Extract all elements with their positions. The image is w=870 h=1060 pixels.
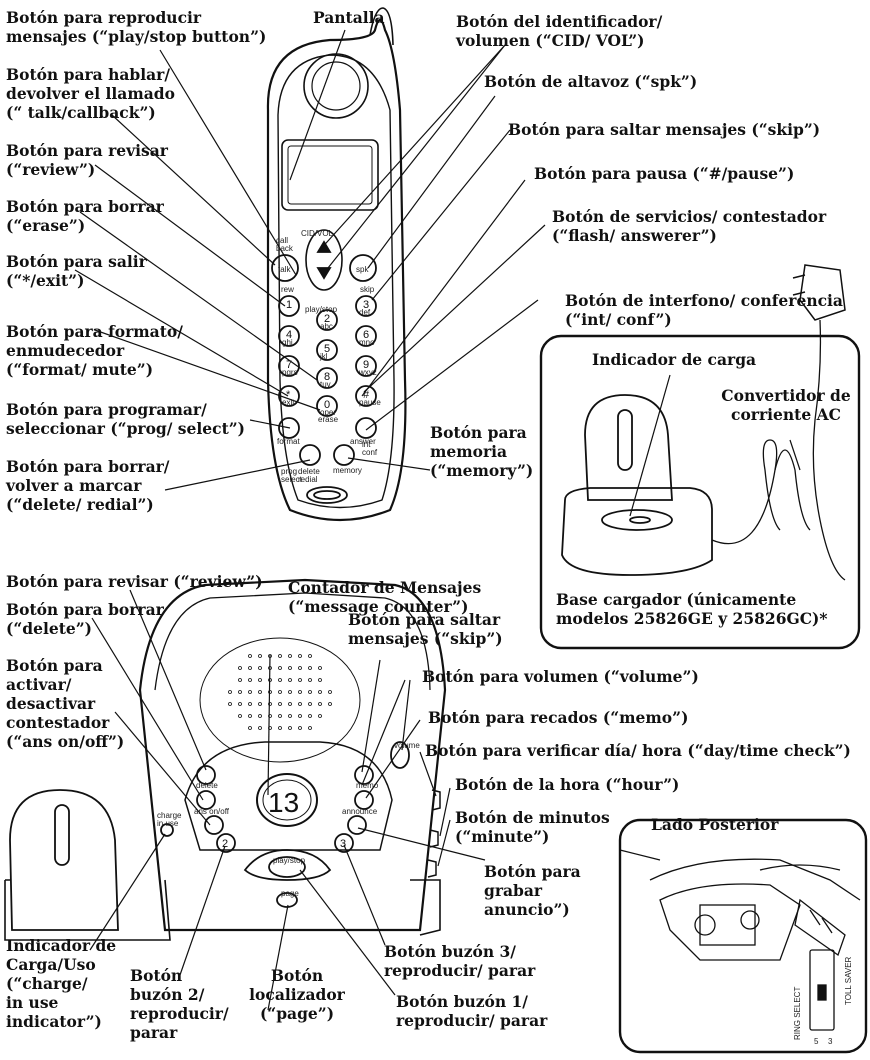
- label-base-skip: Botón para saltar mensajes (“skip”): [348, 610, 503, 648]
- ans-onoff-button: [205, 816, 223, 834]
- label-memory: Botón para memoria (“memory”): [430, 423, 533, 480]
- key-1-letters: abc: [320, 322, 333, 331]
- label-skip: Botón para saltar mensajes (“skip”): [508, 120, 820, 139]
- key-5-letters: mno: [359, 338, 375, 347]
- key-8-letters: wxyz: [358, 368, 377, 377]
- label-charge-in-use: Indicador de Carga/Uso (“charge/ in use …: [6, 936, 116, 1031]
- key-4-letters: jkl: [319, 352, 328, 361]
- toll-saver-text: TOLL SAVER: [844, 956, 853, 1005]
- rew-text: rew: [281, 285, 294, 294]
- key-0-digit: 1: [286, 299, 292, 311]
- page-text: page: [281, 889, 299, 898]
- play-stop-text: play/stop: [305, 305, 338, 314]
- label-review: Botón para revisar (“review”): [6, 141, 168, 179]
- base-volume-text: volume: [394, 741, 420, 750]
- label-day-time: Botón para verificar día/ hora (“day/tim…: [425, 741, 851, 760]
- label-convertidor: Convertidor de corriente AC: [716, 386, 856, 424]
- back-side-panel: [620, 820, 866, 1052]
- label-memo: Botón para recados (“memo”): [428, 708, 688, 727]
- switch-5-text: 5: [814, 1037, 819, 1046]
- back-side-drawing: [620, 850, 860, 1030]
- label-format-mute: Botón para formato/ enmudecedor (“format…: [6, 322, 183, 379]
- handset-screen: [282, 140, 378, 210]
- label-int-conf: Botón de interfono/ conferencia (“int/ c…: [565, 291, 843, 329]
- label-base-cargador: Base cargador (únicamente modelos 25826G…: [556, 590, 828, 628]
- memory-text: memory: [333, 466, 362, 475]
- mailbox1-text: play/stop: [273, 856, 306, 865]
- label-exit: Botón para salir (“*/exit”): [6, 252, 147, 290]
- label-mailbox2: Botón buzón 2/ reproducir/ parar: [130, 966, 229, 1042]
- cid-vol-button: [306, 230, 342, 290]
- ring-select-text: RING SELECT: [793, 987, 802, 1040]
- key-9-letters: exit: [282, 398, 295, 407]
- label-pause: Botón para pausa (“#/pause”): [534, 164, 794, 183]
- label-talk-callback: Botón para hablar/ devolver el llamado (…: [6, 65, 175, 122]
- label-ans-onoff: Botón para activar/ desactivar contestad…: [6, 656, 124, 751]
- label-delete-redial: Botón para borrar/ volver a marcar (“del…: [6, 457, 169, 514]
- label-indicador-carga: Indicador de carga: [592, 350, 756, 369]
- mailbox2-key-text: 2: [222, 838, 228, 850]
- label-mailbox3: Botón buzón 3/ reproducir/ parar: [384, 942, 535, 980]
- label-minute: Botón de minutos (“minute”): [455, 808, 610, 846]
- label-erase: Botón para borrar (“erase”): [6, 197, 164, 235]
- key-6-letters: pqrs: [282, 368, 298, 377]
- label-base-delete: Botón para borrar (“delete”): [6, 600, 164, 638]
- label-grabar-anuncio: Botón para grabar anuncio”): [484, 862, 581, 919]
- key-7-letters: tuv: [320, 380, 331, 389]
- label-pantalla: Pantalla: [313, 8, 385, 27]
- label-mailbox1: Botón buzón 1/ reproducir/ parar: [396, 992, 547, 1030]
- label-prog-select: Botón para programar/ seleccionar (“prog…: [6, 400, 245, 438]
- label-play-stop: Botón para reproducir mensajes (“play/st…: [6, 8, 266, 46]
- label-hour: Botón de la hora (“hour”): [455, 775, 679, 794]
- key-3-letters: ghi: [282, 338, 293, 347]
- label-base-review: Botón para revisar (“review”): [6, 572, 263, 591]
- announce-button: [348, 816, 366, 834]
- key-11-letters: pause: [359, 398, 381, 407]
- label-lado-posterior: Lado Posterior: [651, 815, 778, 834]
- ans-onoff-text: ans on/off: [194, 807, 230, 816]
- message-counter-value: 13: [268, 787, 299, 818]
- label-volume: Botón para volumen (“volume”): [422, 667, 699, 686]
- spk-text: spk: [356, 265, 369, 274]
- label-flash-answerer: Botón de servicios/ contestador (“flash/…: [552, 207, 826, 245]
- key-10-letters: oper: [320, 408, 336, 417]
- label-spk: Botón de altavoz (“spk”): [484, 72, 697, 91]
- key-2-letters: def: [359, 308, 371, 317]
- talk-text: talk: [278, 265, 291, 274]
- mailbox3-key-text: 3: [340, 838, 346, 850]
- format-text: format: [277, 437, 300, 446]
- base-delete-text: delete: [196, 781, 218, 790]
- switch-3-text: 3: [828, 1037, 833, 1046]
- base-memo-text: memo: [356, 781, 379, 790]
- label-cid-vol: Botón del identificador/ volumen (“CID/ …: [456, 12, 662, 50]
- announce-text: announce: [342, 807, 378, 816]
- cid-vol-text: CID/VOL: [301, 229, 334, 238]
- label-page: Botón localizador (“page”): [242, 966, 352, 1023]
- skip-text: skip: [360, 285, 375, 294]
